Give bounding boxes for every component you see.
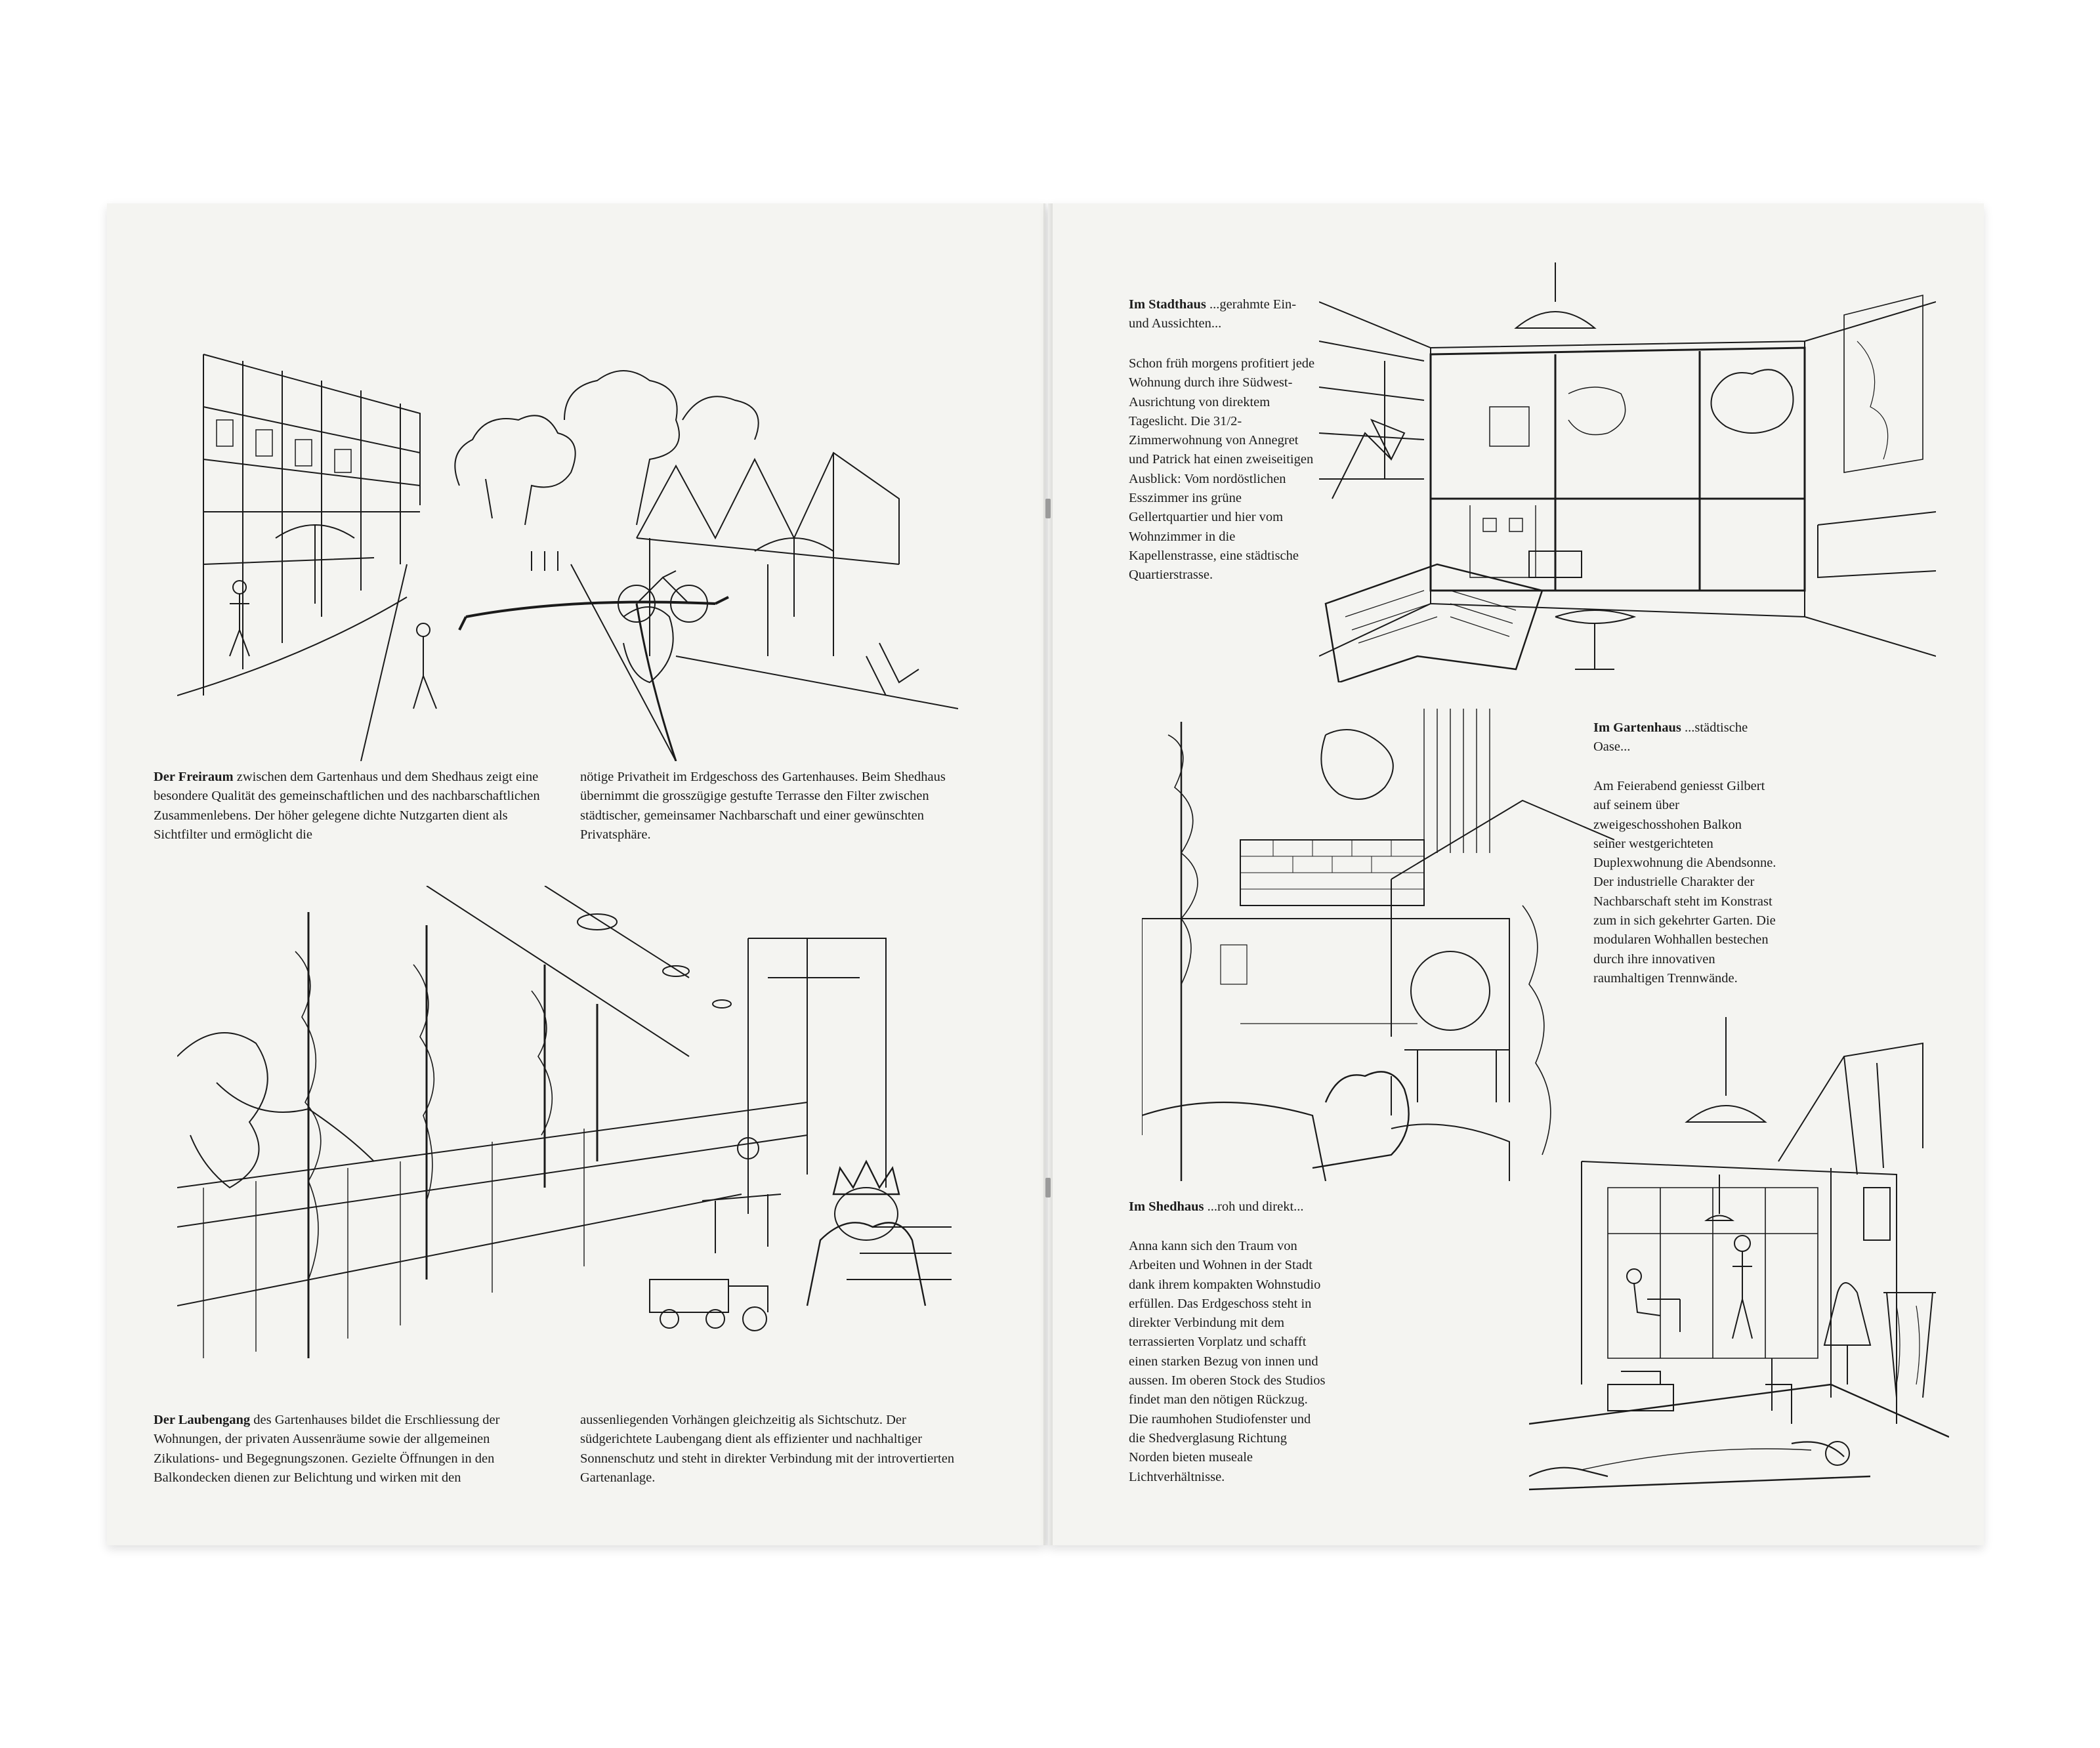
left-page [107,203,1045,1545]
gartenhaus-title-bold: Im Gartenhaus [1593,720,1681,735]
illustration-stadthaus [1319,262,1936,682]
gartenhaus-title-rest: ...städtische Oase... [1593,720,1748,755]
illustration-gartenhaus [1142,709,1614,1181]
freiraum-text-col1: Der Freiraum zwischen dem Gartenhaus und… [154,768,547,844]
shedhaus-title: Im Shedhaus ...roh und direkt... [1129,1197,1319,1217]
booklet-fold [1043,203,1053,1545]
stadthaus-title-rest: ...gerahmte Ein- und Aussichten... [1129,297,1297,331]
illustration-freiraum [177,289,958,761]
illustration-laubengang [177,886,952,1358]
stadthaus-title-bold: Im Stadthaus [1129,297,1206,312]
staple-top [1045,499,1051,518]
laubengang-text-col2: aussenliegenden Vorhängen gleichzeitig a… [580,1413,955,1485]
illustration-shedhaus [1529,1017,1949,1516]
gartenhaus-title: Im Gartenhaus ...städtische Oase... [1593,718,1777,757]
shedhaus-body: Anna kann sich den Traum von Arbeiten un… [1129,1239,1326,1484]
shedhaus-title-bold: Im Shedhaus [1129,1199,1204,1214]
freiraum-text-col2: nötige Privatheit im Erdgeschoss des Gar… [580,770,946,842]
freiraum-lead: Der Freiraum [154,770,234,784]
laubengang-text-rest: des Gartenhauses bildet die Erschliessun… [154,1413,500,1485]
stadthaus-body: Schon früh morgens profitiert jede Wohnu… [1129,356,1315,583]
freiraum-text-rest: zwischen dem Gartenhaus und dem Shedhaus… [154,770,540,842]
right-page [1048,203,1984,1545]
staple-bottom [1045,1178,1051,1197]
laubengang-lead: Der Laubengang [154,1413,251,1427]
shedhaus-title-rest: ...roh und direkt... [1207,1199,1304,1214]
gartenhaus-body: Am Feierabend geniesst Gilbert auf seine… [1593,779,1776,986]
stadthaus-title: Im Stadthaus ...gerahmte Ein- und Aussic… [1129,295,1306,334]
laubengang-text-col1: Der Laubengang des Gartenhauses bildet d… [154,1411,547,1488]
